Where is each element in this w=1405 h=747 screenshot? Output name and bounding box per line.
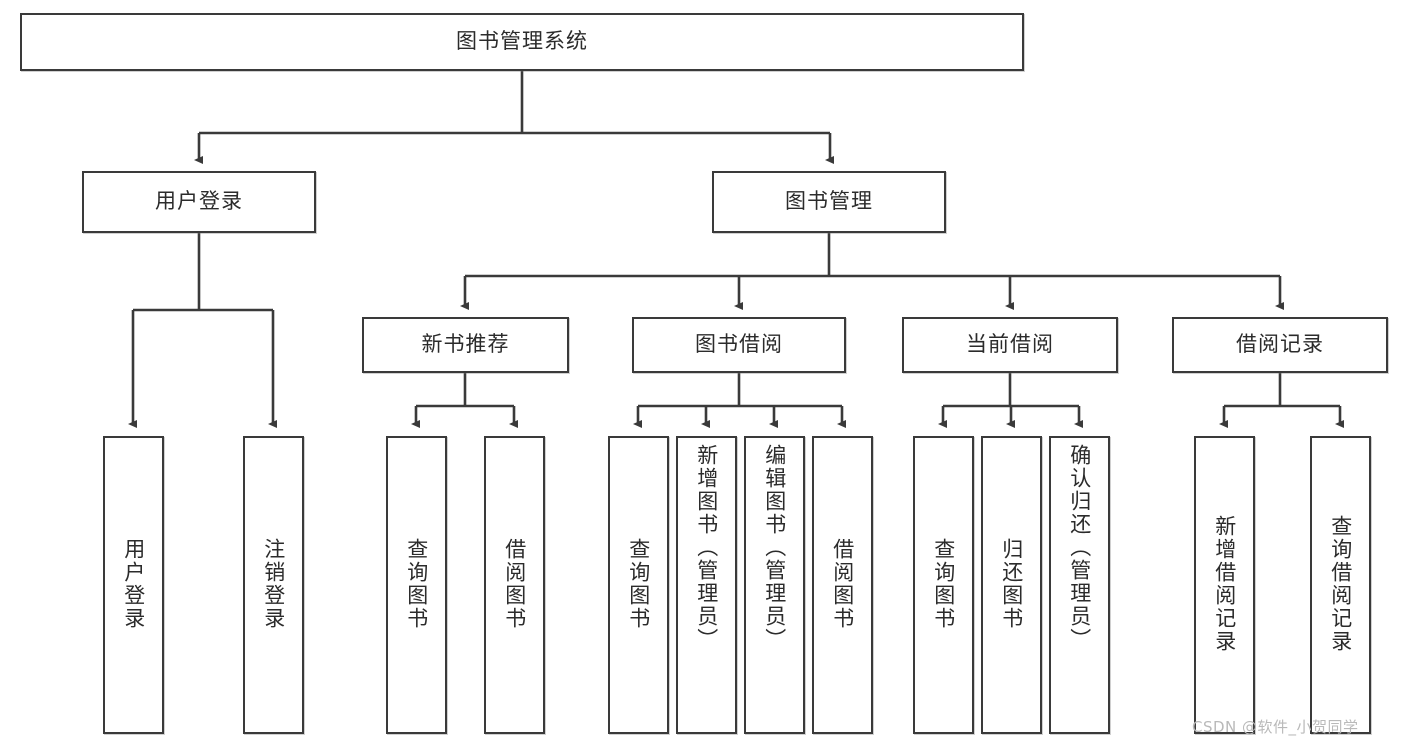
node-leaf-borrow-book-bb-label: 借阅图书 <box>830 538 855 630</box>
node-book-manage-label: 图书管理 <box>785 189 873 214</box>
node-current-borrow-label: 当前借阅 <box>966 332 1054 357</box>
node-leaf-borrow-book-bb[interactable]: 借阅图书 <box>812 436 873 734</box>
node-leaf-user-login-label: 用户登录 <box>121 538 146 630</box>
node-leaf-user-logout[interactable]: 注销登录 <box>243 436 304 734</box>
node-leaf-add-book-label: 新增图书（管理员） <box>694 444 719 651</box>
node-leaf-query-book-bb[interactable]: 查询图书 <box>608 436 669 734</box>
node-new-book-rec-label: 新书推荐 <box>421 332 510 357</box>
node-book-borrow[interactable]: 图书借阅 <box>632 317 846 373</box>
node-leaf-add-record[interactable]: 新增借阅记录 <box>1194 436 1255 734</box>
node-leaf-edit-book[interactable]: 编辑图书（管理员） <box>744 436 805 734</box>
node-leaf-return-book[interactable]: 归还图书 <box>981 436 1042 734</box>
node-leaf-query-record[interactable]: 查询借阅记录 <box>1310 436 1371 734</box>
node-leaf-confirm-return[interactable]: 确认归还（管理员） <box>1049 436 1110 734</box>
node-current-borrow[interactable]: 当前借阅 <box>902 317 1118 373</box>
node-leaf-query-book-rec-label: 查询图书 <box>404 538 429 630</box>
node-leaf-query-book-cb-label: 查询图书 <box>931 538 956 630</box>
node-book-borrow-label: 图书借阅 <box>695 332 783 357</box>
node-root-label: 图书管理系统 <box>456 29 588 54</box>
node-leaf-return-book-label: 归还图书 <box>999 538 1024 630</box>
node-user-login-label: 用户登录 <box>155 189 243 214</box>
node-user-login[interactable]: 用户登录 <box>82 171 316 233</box>
node-book-manage[interactable]: 图书管理 <box>712 171 946 233</box>
node-borrow-record-label: 借阅记录 <box>1236 332 1324 357</box>
node-root[interactable]: 图书管理系统 <box>20 13 1024 71</box>
node-leaf-edit-book-label: 编辑图书（管理员） <box>762 444 787 651</box>
node-new-book-rec[interactable]: 新书推荐 <box>362 317 569 373</box>
node-leaf-user-login[interactable]: 用户登录 <box>103 436 164 734</box>
node-leaf-query-book-cb[interactable]: 查询图书 <box>913 436 974 734</box>
node-leaf-add-record-label: 新增借阅记录 <box>1212 515 1237 653</box>
node-leaf-query-book-bb-label: 查询图书 <box>626 538 651 630</box>
node-leaf-query-record-label: 查询借阅记录 <box>1328 515 1353 653</box>
node-leaf-query-book-rec[interactable]: 查询图书 <box>386 436 447 734</box>
node-leaf-confirm-return-label: 确认归还（管理员） <box>1067 444 1092 651</box>
node-leaf-add-book[interactable]: 新增图书（管理员） <box>676 436 737 734</box>
csdn-watermark: CSDN @软件_小贺同学 <box>1192 718 1359 736</box>
node-borrow-record[interactable]: 借阅记录 <box>1172 317 1388 373</box>
node-leaf-user-logout-label: 注销登录 <box>261 538 286 630</box>
node-leaf-borrow-book-rec[interactable]: 借阅图书 <box>484 436 545 734</box>
node-leaf-borrow-book-rec-label: 借阅图书 <box>502 538 527 630</box>
